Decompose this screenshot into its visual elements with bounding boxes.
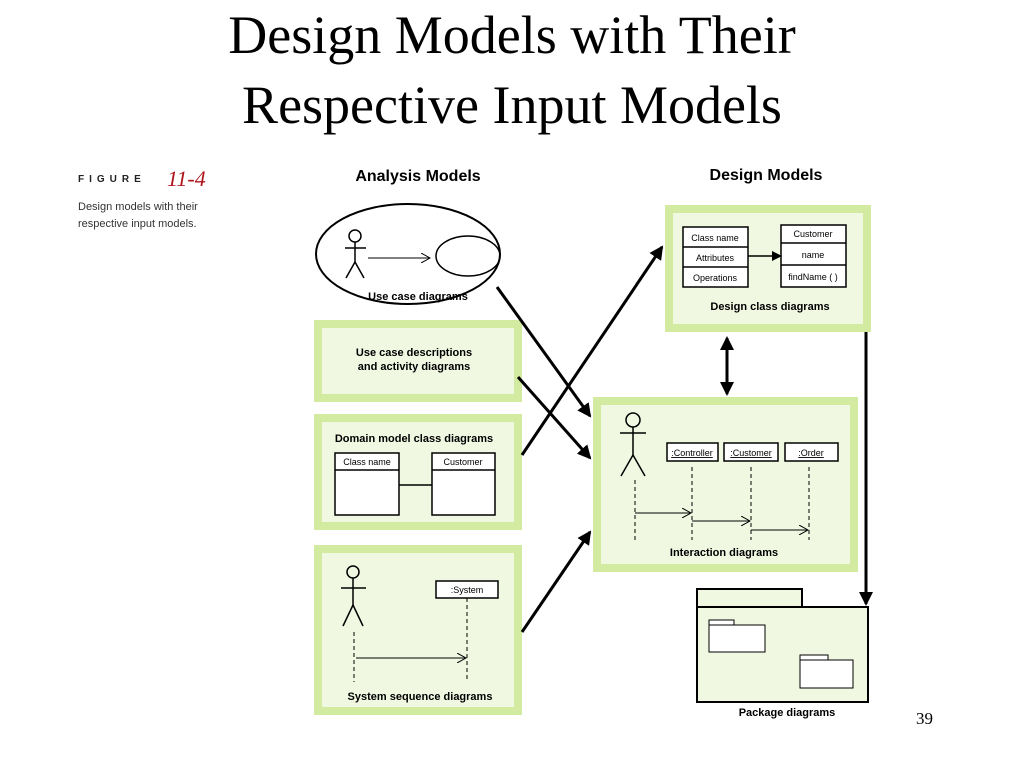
figure-number: 11-4 (167, 166, 206, 191)
domain-title: Domain model class diagrams (335, 433, 493, 445)
class-row: findName ( ) (788, 272, 838, 282)
design-class-box: Class name Attributes Operations Custome… (665, 205, 871, 332)
arrow-usecase-to-interaction (495, 286, 592, 418)
page-number: 39 (916, 709, 933, 728)
class-row: name (802, 250, 825, 260)
class-name: Customer (443, 457, 482, 467)
caption-line: respective input models. (78, 218, 197, 230)
domain-model-box: Domain model class diagrams Class name C… (314, 414, 522, 530)
design-class-title: Design class diagrams (710, 301, 829, 313)
object-order: :Order (798, 448, 824, 458)
system-object: :System (451, 585, 484, 595)
interaction-box: :Controller :Customer :Order Interaction… (593, 397, 858, 572)
class-row: Operations (693, 273, 738, 283)
class-row: Customer (793, 229, 832, 239)
use-case-descriptions-box: Use case descriptions and activity diagr… (314, 320, 522, 402)
interaction-title: Interaction diagrams (670, 547, 778, 559)
class-row: Class name (691, 233, 739, 243)
class-name: Class name (343, 457, 391, 467)
descriptions-label: Use case descriptions (356, 347, 472, 359)
actor-icon (620, 412, 646, 477)
title-line-1: Design Models with Their (228, 5, 796, 65)
ssd-title: System sequence diagrams (348, 691, 493, 703)
actor-icon (341, 565, 366, 627)
caption-line: Design models with their (78, 201, 198, 213)
connector-arrows (495, 245, 873, 633)
design-heading: Design Models (710, 167, 823, 184)
package-diagram: Package diagrams (696, 588, 869, 719)
analysis-heading: Analysis Models (355, 168, 480, 185)
system-sequence-box: :System System sequence diagrams (314, 545, 522, 715)
use-case-diagram: Use case diagrams (315, 203, 501, 305)
object-controller: :Controller (671, 448, 713, 458)
package-title: Package diagrams (739, 707, 836, 719)
arrow-ssd-to-interaction (520, 530, 592, 633)
descriptions-label: and activity diagrams (358, 361, 471, 373)
arrow-domain-to-design-class (520, 245, 664, 456)
figure-caption: Design models with their respective input… (78, 199, 218, 233)
figure-label: FIGURE (78, 174, 146, 185)
arrow-descriptions-to-interaction (516, 376, 592, 460)
use-case-label: Use case diagrams (368, 291, 468, 303)
object-customer: :Customer (730, 448, 772, 458)
class-row: Attributes (696, 253, 735, 263)
title-line-2: Respective Input Models (242, 75, 782, 135)
actor-icon (345, 229, 366, 279)
